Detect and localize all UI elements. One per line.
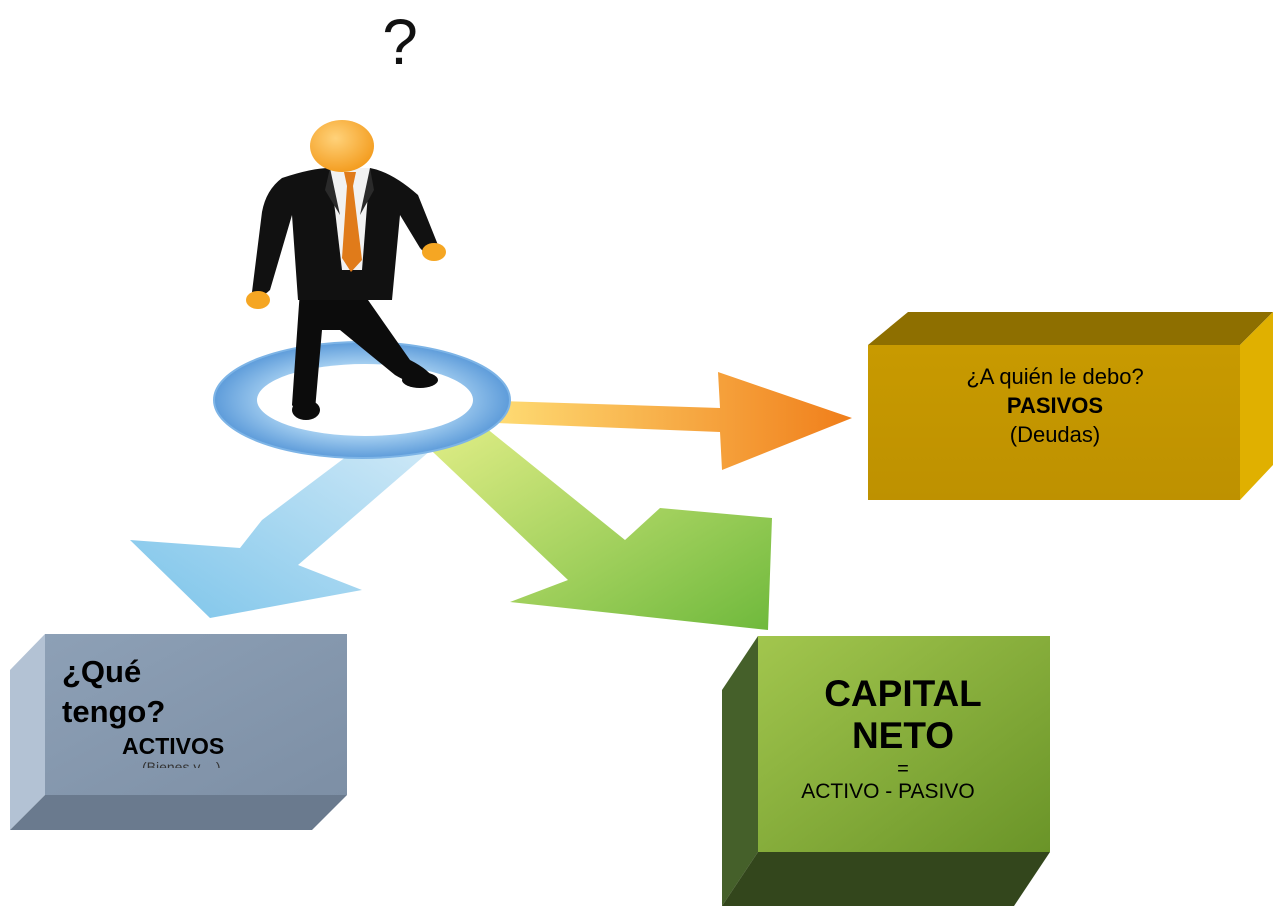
pasivos-label: ¿A quién le debo? PASIVOS (Deudas) bbox=[870, 362, 1240, 449]
capital-equals: = bbox=[897, 758, 909, 780]
arrow-down-right-green bbox=[415, 415, 772, 630]
activos-title: ACTIVOS bbox=[122, 733, 225, 759]
activos-cut-text: (Bienes y ...) bbox=[142, 760, 221, 768]
arrow-down-left-blue bbox=[130, 420, 445, 618]
pasivos-subtitle: (Deudas) bbox=[1009, 422, 1101, 447]
capital-formula: ACTIVO - PASIVO bbox=[801, 780, 975, 803]
capital-title-line1: CAPITAL bbox=[824, 673, 982, 714]
activos-question-line2: tengo? bbox=[62, 694, 166, 729]
capital-box bbox=[722, 636, 1050, 906]
activos-label: ¿Qué tengo? ACTIVOS (Bienes y ...) bbox=[62, 652, 344, 768]
question-mark: ? bbox=[382, 6, 418, 78]
arrow-right-orange bbox=[470, 372, 852, 470]
ring-platform bbox=[213, 341, 511, 459]
capital-title-line2: NETO bbox=[851, 715, 955, 756]
activos-question-line1: ¿Qué bbox=[62, 654, 142, 689]
activos-box bbox=[10, 634, 347, 830]
pasivos-title: PASIVOS bbox=[1006, 393, 1104, 418]
pasivos-question: ¿A quién le debo? bbox=[966, 364, 1144, 389]
businessman-icon bbox=[246, 120, 446, 420]
pasivos-box bbox=[868, 312, 1273, 500]
capital-label: CAPITAL NETO = ACTIVO - PASIVO bbox=[755, 673, 1051, 807]
